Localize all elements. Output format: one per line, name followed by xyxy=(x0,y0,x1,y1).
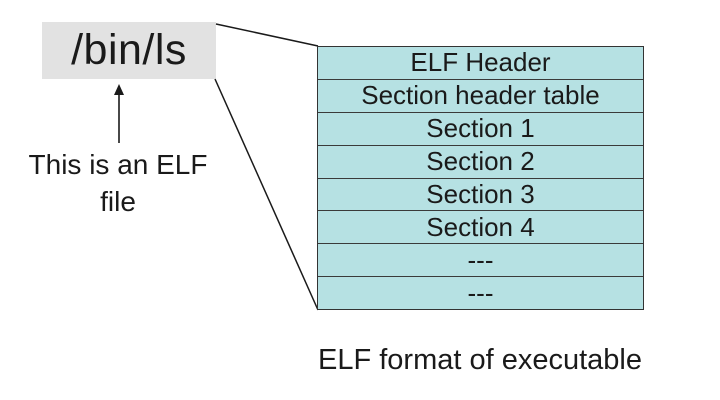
section-4-row: Section 4 xyxy=(318,210,643,243)
file-name-box: /bin/ls xyxy=(42,22,216,79)
placeholder-row-2: --- xyxy=(318,276,643,309)
placeholder-row-1: --- xyxy=(318,243,643,276)
zoom-line-top xyxy=(215,23,319,47)
file-caption-line-2: file xyxy=(100,186,136,217)
elf-header-row: ELF Header xyxy=(410,47,551,78)
section-header-table-row: Section header table xyxy=(318,78,643,112)
file-caption-line-1: This is an ELF xyxy=(28,149,208,180)
format-caption: ELF format of executable xyxy=(318,344,642,376)
file-name-label: /bin/ls xyxy=(71,26,187,74)
section-3-row: Section 3 xyxy=(318,177,643,211)
section-1-row: Section 1 xyxy=(318,111,643,145)
elf-layout-table: ELF Header Section header table Section … xyxy=(317,46,644,310)
pointer-arrow-head xyxy=(114,84,124,95)
zoom-line-bottom xyxy=(214,78,319,311)
section-2-row: Section 2 xyxy=(318,144,643,178)
file-caption: This is an ELF file xyxy=(8,146,228,220)
